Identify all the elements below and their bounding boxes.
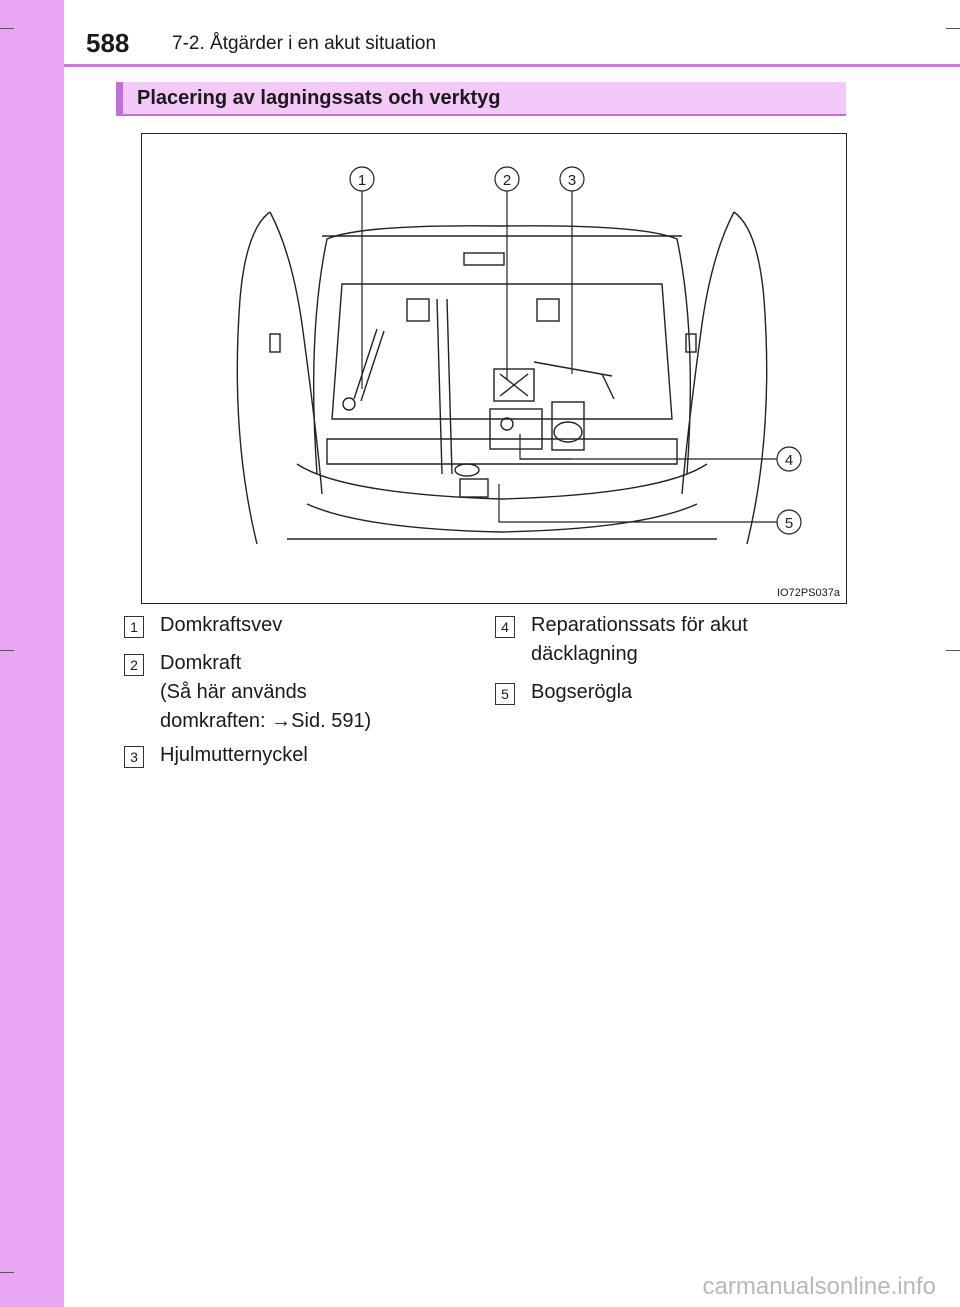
page-reference: Sid. 591) [291, 710, 372, 732]
callout-5-label: 5 [785, 515, 793, 532]
callout-3 [559, 166, 585, 192]
item-number-2: 2 [124, 654, 144, 676]
item-3-text: Hjulmutternyckel [160, 744, 308, 766]
page-side-tab [0, 0, 64, 1307]
callout-4-label: 4 [785, 452, 793, 469]
chapter-title: 7-2. Åtgärder i en akut situation [172, 33, 437, 54]
item-4-line2: däcklagning [531, 643, 638, 665]
item-5-text: Bogserögla [531, 681, 633, 703]
crop-mark [0, 650, 14, 651]
arrow-icon: → [271, 710, 292, 732]
callout-4 [776, 446, 802, 472]
trunk-drawing: 1 2 3 4 5 [236, 166, 802, 545]
watermark: carmanualsonline.info [702, 1273, 936, 1300]
item-2-line3-text: domkraften: [160, 710, 272, 732]
header-rule [64, 64, 960, 67]
item-number-1: 1 [124, 616, 144, 638]
page-number: 588 [86, 28, 130, 58]
item-number-3: 3 [124, 746, 144, 768]
item-2-line2: (Så här används [160, 681, 307, 703]
callout-1 [349, 166, 375, 192]
crop-mark [946, 650, 960, 651]
section-heading: Placering av lagningssats och verktyg [116, 82, 846, 116]
item-4-line1: Reparationssats för akut [531, 614, 748, 636]
crop-mark [0, 28, 14, 29]
section-title: Placering av lagningssats och verktyg [137, 87, 501, 109]
callout-1-label: 1 [358, 172, 366, 189]
item-2-line3: domkraften: →Sid. 591) [160, 706, 371, 737]
callout-2-label: 2 [503, 172, 511, 189]
callout-2 [494, 166, 520, 192]
figure-code: IO72PS037a [777, 587, 840, 599]
callout-5 [776, 509, 802, 535]
callout-3-label: 3 [568, 172, 576, 189]
item-number-5: 5 [495, 683, 515, 705]
item-1-text: Domkraftsvev [160, 614, 283, 636]
trunk-illustration: 1 2 3 4 5 IO72PS037a [141, 133, 847, 604]
crop-mark [946, 28, 960, 29]
item-2-line1: Domkraft [160, 652, 242, 674]
item-number-4: 4 [495, 616, 515, 638]
crop-mark [0, 1272, 14, 1273]
